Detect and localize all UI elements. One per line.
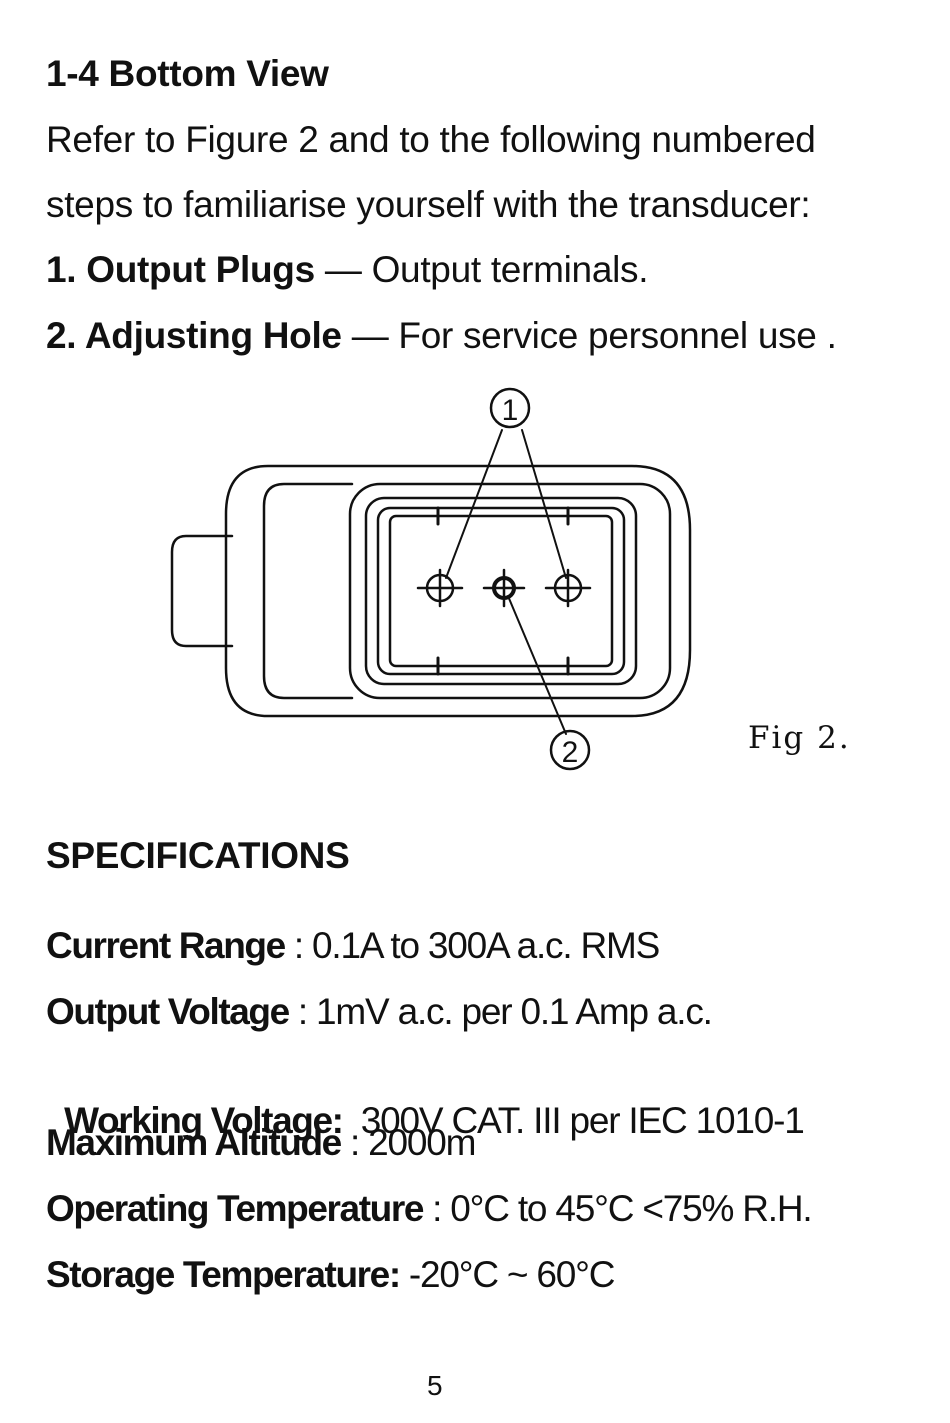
section-title: 1-4 Bottom View [46, 53, 329, 94]
inner-left-contour [262, 482, 354, 700]
plug-frame-1 [364, 496, 638, 686]
adjusting-hole-icon [482, 568, 526, 608]
spec-separator: : [288, 991, 317, 1032]
step-label: 1. Output Plugs [46, 249, 315, 290]
outer-body [224, 464, 692, 718]
spec-value: 300V CAT. III per IEC 1010-1 [360, 1100, 805, 1141]
left-tab [170, 534, 234, 648]
spec-row: Output Voltage : 1mV a.c. per 0.1 Amp a.… [46, 990, 713, 1034]
spec-label: Operating Temperature [46, 1188, 424, 1229]
step-separator: — [314, 249, 372, 290]
step-label: 2. Adjusting Hole [46, 315, 342, 356]
spec-row: Working Voltage: 300V CAT. III per IEC 1… [46, 1055, 805, 1143]
output-plug-right-icon [544, 568, 592, 608]
plug-rim-outer [348, 482, 672, 700]
figure-caption: Fig 2. [748, 720, 851, 756]
transducer-bottom-view-figure: 1 2 [170, 387, 692, 771]
step-description: For service personnel use . [398, 315, 837, 356]
spec-value: 0.1A to 300A a.c. RMS [312, 925, 660, 966]
intro-text-line-1: Refer to Figure 2 and to the following n… [46, 119, 816, 160]
spec-separator: : [340, 1122, 369, 1163]
spec-row: Maximum Altitude : 2000m [46, 1121, 476, 1165]
output-plug-left-icon [416, 568, 464, 608]
plug-frame-2 [376, 506, 626, 676]
spec-value: 1mV a.c. per 0.1 Amp a.c. [316, 991, 713, 1032]
spec-separator: : [284, 925, 313, 966]
spec-label: Output Voltage [46, 991, 290, 1032]
spec-label: Maximum Altitude [46, 1122, 342, 1163]
step-item-output-plugs: 1. Output Plugs — Output terminals. [46, 248, 649, 292]
spec-row: Operating Temperature : 0°C to 45°C <75%… [46, 1187, 813, 1231]
callout-leaders [445, 429, 567, 735]
spec-separator: : [423, 1188, 451, 1229]
spec-value: -20°C ~ 60°C [408, 1254, 616, 1295]
page-number: 5 [427, 1370, 443, 1401]
spec-label: Storage Temperature: [46, 1254, 401, 1295]
spec-separator [400, 1254, 409, 1295]
step-item-adjusting-hole: 2. Adjusting Hole — For service personne… [46, 314, 837, 358]
plug-ribs [436, 506, 570, 676]
callout-1-circle [489, 387, 531, 429]
step-description: Output terminals. [371, 249, 649, 290]
specifications-title: SPECIFICATIONS [46, 835, 350, 876]
callout-2-label: 2 [562, 736, 579, 769]
callout-1-label: 1 [502, 394, 519, 427]
plug-frame-3 [388, 514, 614, 668]
spec-row: Current Range : 0.1A to 300A a.c. RMS [46, 924, 660, 968]
callout-2-circle [549, 729, 591, 771]
spec-value: 2000m [368, 1122, 476, 1163]
spec-value: 0°C to 45°C <75% R.H. [450, 1188, 812, 1229]
intro-text-line-2: steps to familiarise yourself with the t… [46, 184, 811, 225]
step-separator: — [341, 315, 399, 356]
spec-row: Storage Temperature: -20°C ~ 60°C [46, 1253, 616, 1297]
spec-label: Working Voltage: [64, 1100, 344, 1141]
spec-label: Current Range [46, 925, 286, 966]
